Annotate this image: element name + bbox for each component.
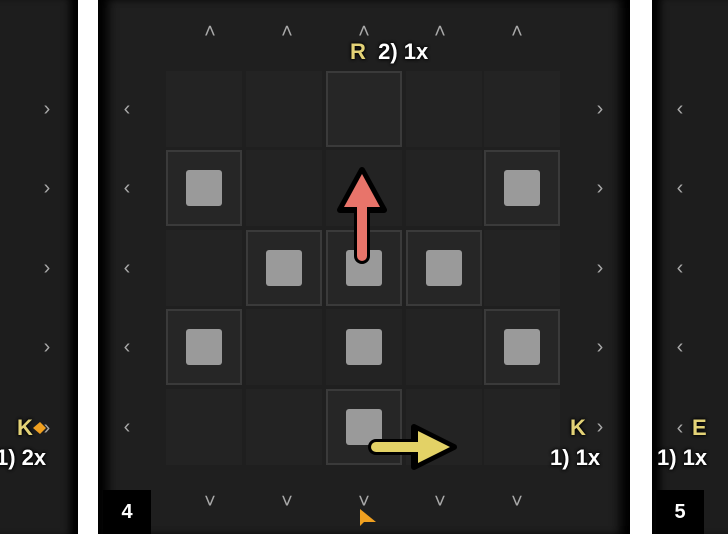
chevron-down-icon[interactable]: ˅ (511, 491, 523, 513)
panel-number-4: 4 (103, 490, 151, 534)
chevron-left-icon[interactable]: ‹ (676, 177, 684, 199)
block (346, 329, 382, 365)
grid-cell[interactable] (406, 309, 482, 385)
grid-cell[interactable] (326, 71, 402, 147)
block (504, 170, 540, 206)
cursor-icon (360, 509, 376, 526)
grid-cell[interactable] (484, 150, 560, 226)
grid-cell[interactable] (166, 71, 242, 147)
block (186, 170, 222, 206)
up-arrow (337, 167, 387, 264)
chevron-down-icon[interactable]: ˅ (434, 491, 446, 513)
chevron-left-icon[interactable]: ‹ (123, 416, 131, 438)
grid-cell[interactable] (246, 230, 322, 306)
chevron-down-icon[interactable]: ˅ (281, 491, 293, 513)
chevron-left-icon[interactable]: ‹ (676, 336, 684, 358)
chevron-left-icon[interactable]: ‹ (123, 336, 131, 358)
chevron-right-icon[interactable]: › (43, 177, 51, 199)
grid-cell[interactable] (246, 309, 322, 385)
grid-cell[interactable] (326, 309, 402, 385)
key-k-right: K (570, 415, 586, 440)
block (266, 250, 302, 286)
right-panel (652, 0, 728, 534)
chevron-left-icon[interactable]: ‹ (123, 257, 131, 279)
count-right: 1) 1x (550, 445, 601, 470)
chevron-left-icon[interactable]: ‹ (123, 177, 131, 199)
top-label: R 2) 1x (350, 39, 428, 65)
count-top: 2) 1x (378, 39, 429, 64)
count-left: 1) 2x (0, 445, 47, 470)
grid-cell[interactable] (166, 389, 242, 465)
chevron-right-icon[interactable]: › (596, 257, 604, 279)
key-e: E (692, 415, 707, 440)
grid-cell[interactable] (166, 230, 242, 306)
chevron-left-icon[interactable]: ‹ (123, 98, 131, 120)
grid-cell[interactable] (246, 389, 322, 465)
key-r: R (350, 39, 366, 64)
chevron-left-icon[interactable]: ‹ (676, 417, 684, 439)
chevron-right-icon[interactable]: › (43, 336, 51, 358)
chevron-up-icon[interactable]: ˄ (434, 21, 446, 43)
grid-cell[interactable] (484, 389, 560, 465)
grid-cell[interactable] (406, 230, 482, 306)
grid-cell[interactable] (484, 71, 560, 147)
grid-cell[interactable] (406, 150, 482, 226)
block (504, 329, 540, 365)
cursor-icon-left (33, 422, 46, 434)
left-panel (0, 0, 78, 534)
chevron-down-icon[interactable]: ˅ (204, 491, 216, 513)
chevron-right-icon[interactable]: › (43, 417, 51, 439)
chevron-up-icon[interactable]: ˄ (204, 21, 216, 43)
chevron-up-icon[interactable]: ˄ (281, 21, 293, 43)
chevron-right-icon[interactable]: › (43, 257, 51, 279)
grid-cell[interactable] (166, 150, 242, 226)
block (426, 250, 462, 286)
chevron-right-icon[interactable]: › (43, 98, 51, 120)
chevron-left-icon[interactable]: ‹ (676, 98, 684, 120)
block (186, 329, 222, 365)
grid-cell[interactable] (484, 230, 560, 306)
grid-cell[interactable] (246, 71, 322, 147)
chevron-right-icon[interactable]: › (596, 336, 604, 358)
key-k-left: K (17, 415, 33, 440)
chevron-left-icon[interactable]: ‹ (676, 257, 684, 279)
chevron-right-icon[interactable]: › (596, 416, 604, 438)
count-right-panel: 1) 1x (657, 445, 708, 470)
chevron-down-icon[interactable]: ˅ (358, 491, 370, 513)
right-arrow (368, 424, 457, 470)
grid-cell[interactable] (166, 309, 242, 385)
chevron-right-icon[interactable]: › (596, 98, 604, 120)
chevron-up-icon[interactable]: ˄ (358, 21, 370, 43)
chevron-right-icon[interactable]: › (596, 177, 604, 199)
grid-cell[interactable] (246, 150, 322, 226)
panel-number-5: 5 (656, 490, 704, 534)
grid-cell[interactable] (484, 309, 560, 385)
chevron-up-icon[interactable]: ˄ (511, 21, 523, 43)
grid-cell[interactable] (406, 71, 482, 147)
